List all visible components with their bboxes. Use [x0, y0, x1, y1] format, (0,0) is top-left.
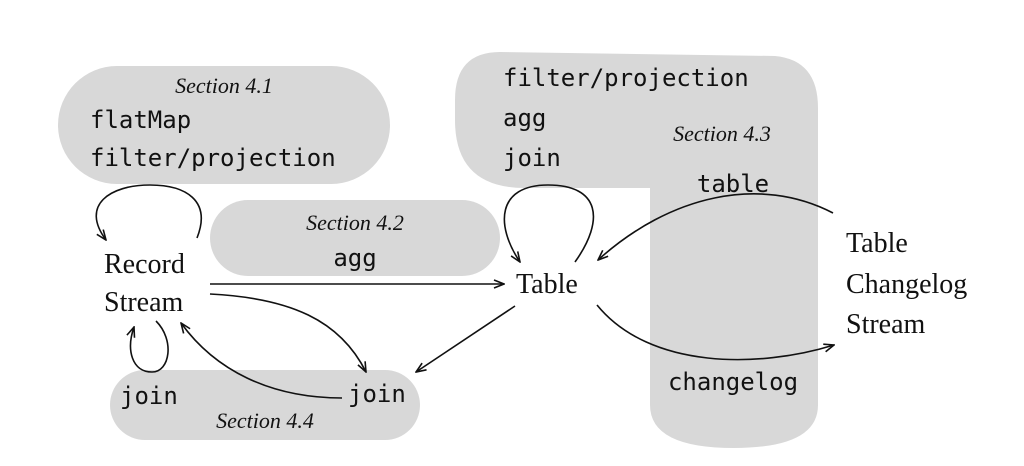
- section-4-3-region: [455, 52, 818, 448]
- op-filter-projection-4-1: filter/projection: [90, 144, 336, 172]
- op-join-4-4-left: join: [120, 382, 178, 410]
- edge-join-to-record-stream: [181, 323, 343, 399]
- op-changelog-label: changelog: [668, 368, 798, 396]
- op-agg-4-3: agg: [503, 104, 546, 132]
- op-flatmap: flatMap: [90, 106, 191, 134]
- node-record-stream-line-2: Stream: [104, 287, 184, 318]
- edge-record-stream-to-join: [209, 293, 366, 372]
- node-changelog-stream-line-2: Changelog: [846, 269, 967, 300]
- edge-changelog-stream-to-table: [598, 193, 834, 260]
- node-changelog-stream-line-1: Table: [846, 228, 908, 259]
- node-changelog-stream-line-3: Stream: [846, 309, 926, 340]
- section-4-1-region: [58, 66, 390, 184]
- edge-table-to-join: [416, 305, 516, 372]
- node-record-stream-line-1: Record: [104, 249, 185, 280]
- op-filter-projection-4-3: filter/projection: [503, 64, 749, 92]
- edge-table-self-loop: [503, 184, 595, 262]
- section-4-4-region: [110, 370, 420, 440]
- edge-table-to-changelog-stream: [596, 304, 834, 361]
- op-join-4-4-right: join: [348, 380, 406, 408]
- op-join-4-3: join: [503, 144, 561, 172]
- section-4-2-title: Section 4.2: [306, 210, 404, 235]
- edge-record-stream-self-loop-bottom: [131, 320, 169, 373]
- op-agg-4-2: agg: [333, 244, 376, 272]
- section-4-2-region: [210, 200, 500, 276]
- section-4-3-title: Section 4.3: [673, 121, 771, 146]
- node-table: Table: [516, 269, 578, 300]
- section-4-4-title: Section 4.4: [216, 408, 314, 433]
- section-4-1-title: Section 4.1: [175, 73, 273, 98]
- edge-record-stream-self-loop-top: [95, 184, 203, 240]
